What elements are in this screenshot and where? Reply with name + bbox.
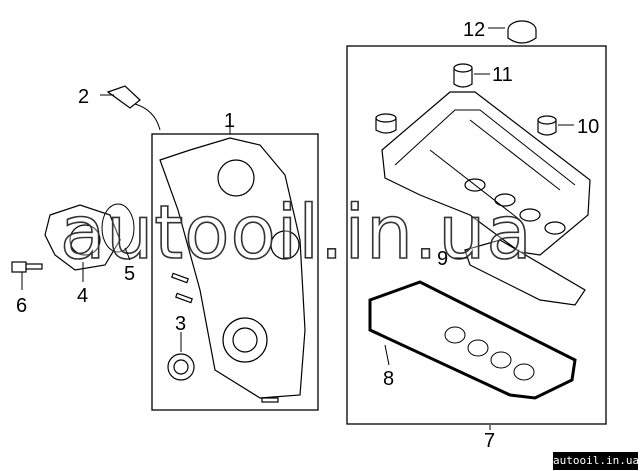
valve-cover-group-box [346,45,607,425]
water-pump [44,204,121,271]
valve-cover-gasket [368,280,577,400]
callout-6: 6 [16,295,27,317]
watermark: autooil.in.ua [60,190,533,276]
water-pump-gasket [101,203,135,253]
valve-cover [381,91,591,256]
callout-3: 3 [175,313,186,335]
timing-chain-cover [159,137,306,403]
grommet-left [375,113,397,134]
callout-2: 2 [78,86,89,108]
crankshaft-seal [167,353,195,381]
callout-4: 4 [77,285,88,307]
leader-lines [21,27,574,430]
callout-5: 5 [124,263,135,285]
callout-9: 9 [437,248,448,270]
callout-7: 7 [484,430,495,452]
grommet-11 [453,63,473,88]
site-credit: autooil.in.ua [553,452,639,470]
oil-filler-cap [507,20,537,44]
callout-12: 12 [463,19,485,41]
baffle-plate [464,239,586,306]
callout-10: 10 [577,116,599,138]
callout-1: 1 [224,110,235,132]
bolt [11,261,43,273]
callout-11: 11 [492,64,513,86]
timing-cover-group-box [151,133,319,411]
callout-8: 8 [383,368,394,390]
grommet-10 [537,115,557,136]
sensor [106,85,161,131]
